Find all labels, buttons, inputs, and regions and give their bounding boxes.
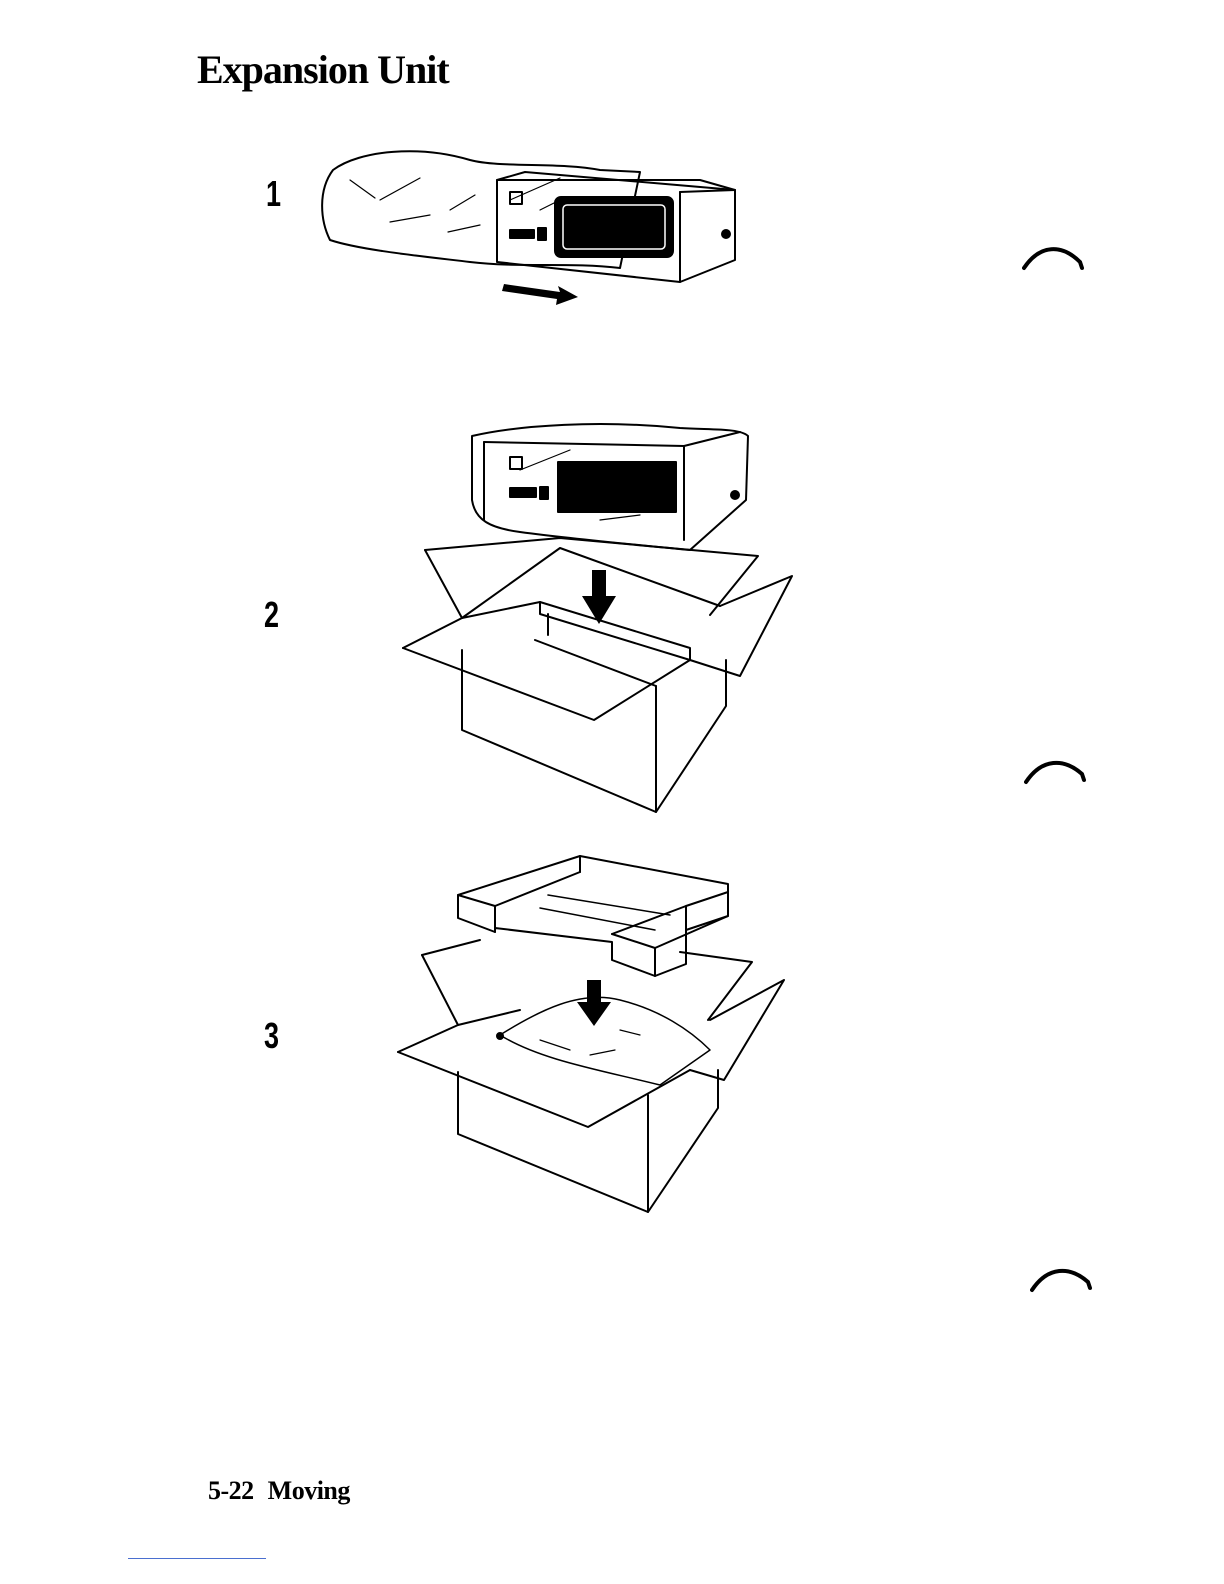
margin-tab-mark-2 [1024,758,1088,786]
bottom-rule [128,1558,266,1559]
page-footer: 5-22 Moving [208,1478,350,1504]
margin-tab-mark-1 [1022,246,1086,272]
margin-tab-mark-3 [1030,1266,1094,1294]
page-number: 5-22 [208,1476,254,1505]
illustration-step-3-insert-top-packing [0,0,1224,1230]
section-name: Moving [268,1476,350,1505]
